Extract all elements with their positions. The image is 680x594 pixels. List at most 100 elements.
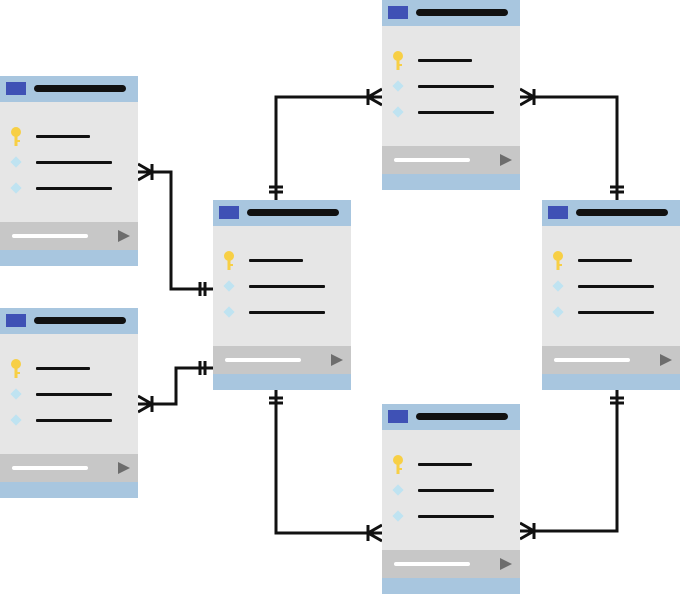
connector-right-bottom	[520, 390, 619, 533]
diamond-icon	[223, 280, 235, 292]
table-footer	[542, 346, 680, 374]
field-row	[213, 280, 351, 294]
connector-center-left-bottom	[138, 366, 213, 406]
one-end-marker	[198, 282, 207, 296]
table-header-icon	[6, 314, 26, 327]
one-end-marker	[198, 361, 207, 375]
many-end-marker	[137, 394, 154, 414]
many-end-marker	[137, 162, 154, 182]
one-end-marker	[610, 185, 624, 194]
table-title-bar	[34, 317, 126, 324]
table-header	[213, 200, 351, 226]
footer-bar	[554, 358, 630, 362]
table-header	[542, 200, 680, 226]
table-card-left-bottom[interactable]	[0, 308, 138, 498]
table-header	[0, 308, 138, 334]
diamond-icon	[552, 280, 564, 292]
table-header-icon	[388, 410, 408, 423]
field-row	[0, 156, 138, 170]
field-name-bar	[418, 515, 494, 518]
field-name-bar	[36, 161, 112, 164]
diamond-icon	[10, 182, 22, 194]
diamond-icon	[223, 306, 235, 318]
table-title-bar	[576, 209, 668, 216]
connector-center-left-top	[138, 170, 213, 291]
diamond-icon	[392, 510, 404, 522]
table-header	[0, 76, 138, 102]
table-header	[382, 404, 520, 430]
field-row	[542, 280, 680, 294]
key-icon	[393, 455, 403, 474]
field-name-bar	[249, 285, 325, 288]
play-icon[interactable]	[118, 462, 130, 474]
diamond-icon	[10, 414, 22, 426]
field-row	[0, 388, 138, 402]
one-end-marker	[269, 185, 283, 194]
field-name-bar	[418, 489, 494, 492]
play-icon[interactable]	[500, 154, 512, 166]
field-name-bar	[418, 463, 472, 466]
many-end-marker	[366, 87, 383, 107]
key-icon	[553, 251, 563, 270]
field-name-bar	[249, 259, 303, 262]
table-base	[213, 374, 351, 390]
field-name-bar	[418, 59, 472, 62]
field-row	[213, 306, 351, 320]
field-row	[0, 127, 138, 146]
footer-bar	[225, 358, 301, 362]
table-footer	[382, 550, 520, 578]
field-name-bar	[249, 311, 325, 314]
field-row	[382, 484, 520, 498]
table-footer	[0, 454, 138, 482]
field-row	[542, 306, 680, 320]
diamond-icon	[392, 80, 404, 92]
table-base	[0, 250, 138, 266]
field-name-bar	[418, 85, 494, 88]
table-base	[0, 482, 138, 498]
table-header-icon	[388, 6, 408, 19]
footer-bar	[12, 466, 88, 470]
table-card-left-top[interactable]	[0, 76, 138, 266]
table-footer	[0, 222, 138, 250]
field-row	[382, 80, 520, 94]
field-name-bar	[36, 187, 112, 190]
field-row	[382, 455, 520, 474]
field-row	[0, 414, 138, 428]
play-icon[interactable]	[331, 354, 343, 366]
key-icon	[393, 51, 403, 70]
table-card-top[interactable]	[382, 0, 520, 190]
diamond-icon	[392, 106, 404, 118]
table-header	[382, 0, 520, 26]
table-title-bar	[247, 209, 339, 216]
table-title-bar	[416, 9, 508, 16]
field-name-bar	[36, 419, 112, 422]
table-base	[382, 174, 520, 190]
footer-bar	[12, 234, 88, 238]
table-card-right[interactable]	[542, 200, 680, 390]
many-end-marker	[519, 521, 536, 541]
play-icon[interactable]	[660, 354, 672, 366]
field-name-bar	[418, 111, 494, 114]
key-icon	[224, 251, 234, 270]
play-icon[interactable]	[118, 230, 130, 242]
table-base	[382, 578, 520, 594]
field-name-bar	[36, 367, 90, 370]
table-card-center[interactable]	[213, 200, 351, 390]
field-row	[382, 510, 520, 524]
key-icon	[11, 127, 21, 146]
connector-center-bottom	[274, 390, 382, 535]
table-footer	[382, 146, 520, 174]
play-icon[interactable]	[500, 558, 512, 570]
diamond-icon	[10, 156, 22, 168]
connector-center-top	[274, 95, 382, 200]
table-header-icon	[548, 206, 568, 219]
many-end-marker	[366, 523, 383, 543]
table-card-bottom[interactable]	[382, 404, 520, 594]
footer-bar	[394, 562, 470, 566]
table-title-bar	[34, 85, 126, 92]
field-name-bar	[36, 393, 112, 396]
table-header-icon	[219, 206, 239, 219]
field-name-bar	[578, 311, 654, 314]
field-name-bar	[578, 285, 654, 288]
